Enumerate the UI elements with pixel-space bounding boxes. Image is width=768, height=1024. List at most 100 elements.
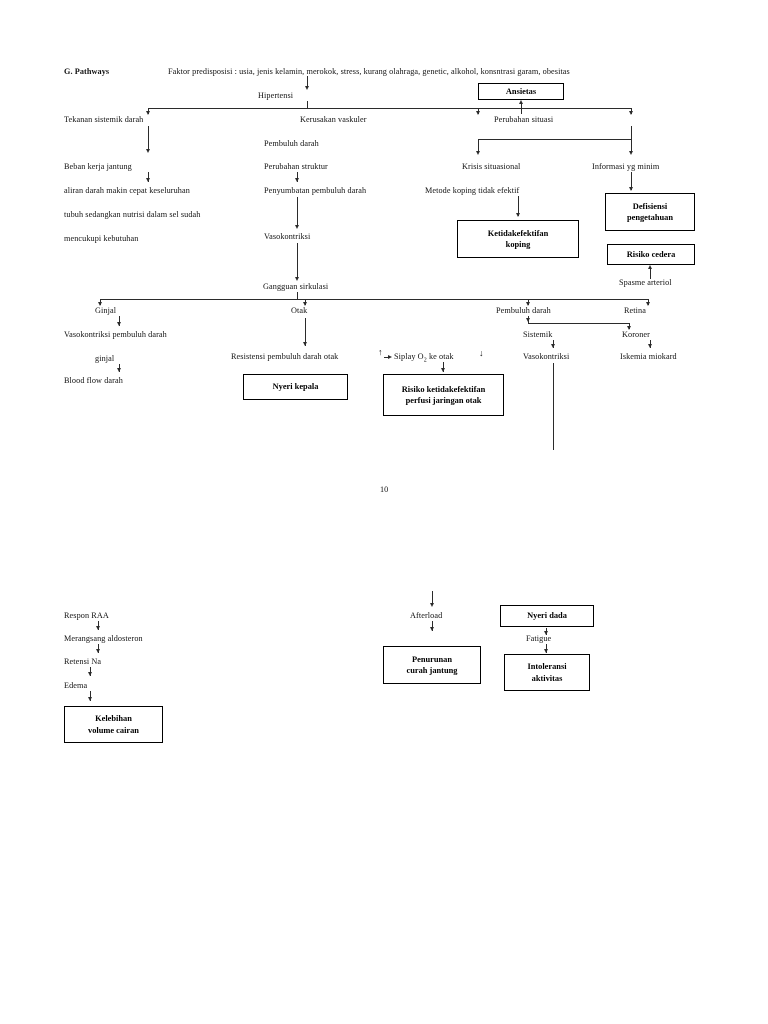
page-number: 10 — [380, 485, 389, 494]
connector-spasme-risiko — [650, 269, 651, 279]
arrow-pembuluh-sistemik — [525, 318, 530, 322]
connector-vasokontriksi-long-down — [553, 363, 554, 450]
connector-siplay-risiko-perfusi — [443, 362, 444, 372]
arrow-tekanan-beban — [145, 149, 150, 153]
node-koroner: Koroner — [622, 330, 650, 339]
node-ginjal: Ginjal — [95, 306, 117, 315]
node-hipertensi: Hipertensi — [258, 91, 294, 100]
connector-retensi-edema — [90, 667, 91, 676]
arrow-vasokontriksi-gangguan — [294, 277, 299, 281]
arrow-sistemik-vasokontriksi — [550, 344, 555, 348]
distribution-bar-top — [148, 108, 631, 109]
arrow-metode-ketidakefektifan — [515, 213, 520, 217]
arrow-split-krisis — [475, 151, 480, 155]
arrow-bar-kerusakan — [475, 111, 480, 115]
node-retina: Retina — [624, 306, 646, 315]
arrow-nyeri-fatigue — [543, 631, 548, 635]
arrow-koroner-iskemia — [647, 344, 652, 348]
connector-into-afterload — [432, 591, 433, 605]
arrow-bar-tekanan — [145, 111, 150, 115]
node-informasi-minim: Informasi yg minim — [592, 162, 660, 171]
arrow-struktur-penyumbatan — [294, 178, 299, 182]
node-aliran-darah-line3: mencukupi kebutuhan — [64, 234, 139, 243]
node-metode-koping: Metode koping tidak efektif — [425, 186, 520, 195]
node-otak: Otak — [291, 306, 308, 315]
arrow-bar-pembuluh — [525, 302, 530, 306]
node-sistemik: Sistemik — [523, 330, 553, 339]
node-pembuluh-darah-branch: Pembuluh darah — [496, 306, 551, 315]
node-beban-kerja-jantung: Beban kerja jantung — [64, 162, 132, 171]
connector-penyumbatan-vasokontriksi — [297, 197, 298, 227]
arrow-bar-otak — [302, 302, 307, 306]
connector-ginjal-vasokontriksi — [119, 316, 120, 326]
connector-beban-aliran — [148, 172, 149, 182]
connector-split-informasi — [631, 139, 632, 153]
box-nyeri-kepala: Nyeri kepala — [243, 374, 348, 400]
node-aliran-darah-line1: aliran darah makin cepat keseluruhan — [64, 186, 190, 195]
connector-afterload-penurunan — [432, 621, 433, 631]
arrow-faktor-hipertensi — [304, 86, 309, 90]
node-vasokontriksi-ginjal: Vasokontriksi pembuluh darah — [64, 330, 167, 339]
node-pembuluh-darah: Pembuluh darah — [264, 139, 319, 148]
connector-aldosteron-retensi — [98, 644, 99, 653]
arrow-informasi-defisiensi — [628, 187, 633, 191]
connector-split-krisis — [478, 139, 479, 153]
node-resistensi-otak: Resistensi pembuluh darah otak — [231, 352, 339, 361]
arrow-afterload-penurunan — [429, 627, 434, 631]
split-bar-pembuluh-retina — [528, 323, 629, 324]
node-tekanan-sistemik: Tekanan sistemik darah — [64, 115, 144, 124]
arrow-raa-aldosteron — [95, 626, 100, 630]
distribution-bar-circulation — [100, 299, 648, 300]
arrow-siplay-risiko-perfusi — [440, 368, 445, 372]
connector-tekanan-beban — [148, 126, 149, 151]
node-vasokontriksi-sistemik: Vasokontriksi — [523, 352, 570, 361]
connector-raa-aldosteron — [98, 621, 99, 630]
node-spasme-arteriol: Spasme arteriol — [619, 278, 672, 287]
box-risiko-cedera: Risiko cedera — [607, 244, 695, 265]
arrow-penyumbatan-vasokontriksi — [294, 225, 299, 229]
connector-hipertensi-bar — [307, 101, 308, 108]
connector-resistensi-siplay — [384, 357, 390, 358]
arrow-perubahan-ansietas — [518, 100, 523, 104]
node-retensi-na: Retensi Na — [64, 657, 102, 666]
node-aliran-darah-line2: tubuh sedangkan nutrisi dalam sel sudah — [64, 210, 201, 219]
node-fatigue: Fatigue — [526, 634, 552, 643]
connector-otak-resistensi — [305, 318, 306, 346]
section-label: G. Pathways — [64, 67, 110, 76]
box-kelebihan-volume-cairan: Kelebihan volume cairan — [64, 706, 163, 743]
arrow-otak-resistensi — [302, 342, 307, 346]
node-faktor-predisposisi: Faktor predisposisi : usia, jenis kelami… — [168, 67, 570, 76]
node-vasokontriksi-mid: Vasokontriksi — [264, 232, 311, 241]
node-ginjal-lower: ginjal — [95, 354, 115, 363]
arrow-beban-aliran — [145, 178, 150, 182]
node-perubahan-situasi: Perubahan situasi — [494, 115, 554, 124]
connector-metode-ketidakefektifan — [518, 196, 519, 216]
arrow-resistensi-siplay — [388, 355, 392, 359]
siplay-o2-subscript: 2 — [423, 357, 427, 364]
connector-struktur-penyumbatan — [297, 172, 298, 182]
split-bar-perubahan — [478, 139, 631, 140]
arrow-ginjal-vasokontriksi — [116, 322, 121, 326]
connector-faktor-hipertensi — [307, 76, 308, 88]
node-penyumbatan: Penyumbatan pembuluh darah — [264, 186, 367, 195]
node-kerusakan-vaskuler: Kerusakan vaskuler — [300, 115, 367, 124]
connector-perubahan-ansietas — [521, 104, 522, 114]
arrow-retina-koroner — [626, 326, 631, 330]
node-siplay-o2: Siplay O2 ke otak — [394, 352, 454, 364]
arrow-down-glyph-siplay: ↓ — [479, 348, 484, 358]
box-risiko-perfusi-jaringan-otak: Risiko ketidakefektifan perfusi jaringan… — [383, 374, 504, 416]
box-intoleransi-aktivitas: Intoleransi aktivitas — [504, 654, 590, 691]
node-gangguan-sirkulasi: Gangguan sirkulasi — [263, 282, 329, 291]
arrow-fatigue-intoleransi — [543, 649, 548, 653]
arrow-bar-retina — [645, 302, 650, 306]
box-nyeri-dada: Nyeri dada — [500, 605, 594, 627]
node-iskemia-miokard: Iskemia miokard — [620, 352, 677, 361]
connector-perubahan-split — [631, 126, 632, 139]
box-ketidakefektifan-koping: Ketidakefektifan koping — [457, 220, 579, 258]
arrow-into-afterload — [429, 603, 434, 607]
connector-informasi-defisiensi — [631, 172, 632, 190]
node-merangsang-aldosteron: Merangsang aldosteron — [64, 634, 143, 643]
node-blood-flow: Blood flow darah — [64, 376, 123, 385]
connector-fatigue-intoleransi — [546, 644, 547, 653]
box-penurunan-curah-jantung: Penurunan curah jantung — [383, 646, 481, 684]
